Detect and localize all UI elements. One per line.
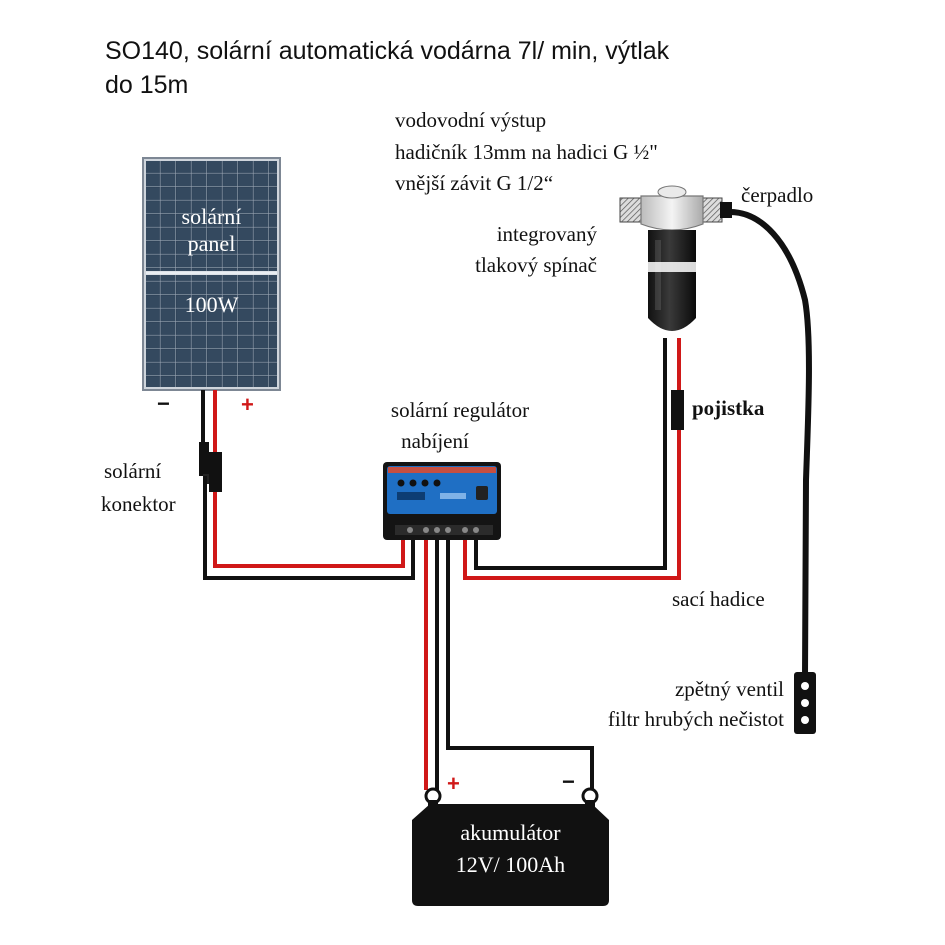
fuse <box>671 390 684 430</box>
solar-panel <box>142 157 281 391</box>
regulator-label-2: nabíjení <box>401 429 469 453</box>
check-valve <box>794 672 816 734</box>
connector-label-2: konektor <box>101 492 176 516</box>
solar-panel-label-2: panel <box>187 231 236 256</box>
outlet-label-3: vnější závit G 1/2“ <box>395 171 554 195</box>
outlet-label-2: hadičník 13mm na hadici G ½" <box>395 140 658 164</box>
outlet-label-1: vodovodní výstup <box>395 108 547 132</box>
panel-leads <box>201 390 217 452</box>
suction-hose-label: sací hadice <box>672 587 765 611</box>
battery-label-2: 12V/ 100Ah <box>455 852 566 877</box>
panel-regulator-wires <box>203 476 415 580</box>
battery-plus-sign: + <box>447 771 460 796</box>
panel-plus-sign: + <box>241 392 254 417</box>
solar-panel-power: 100W <box>184 292 239 317</box>
battery <box>412 787 609 906</box>
fuse-label: pojistka <box>692 396 765 420</box>
battery-label-1: akumulátor <box>460 820 561 845</box>
title-line-1: SO140, solární automatická vodárna 7l/ m… <box>105 37 670 65</box>
pump-label: čerpadlo <box>741 183 814 207</box>
regulator-battery-wires <box>424 540 594 790</box>
pump <box>619 185 732 331</box>
pressure-switch-label-2: tlakový spínač <box>475 253 597 277</box>
charge-regulator <box>383 462 501 540</box>
solar-connector <box>199 442 222 492</box>
title-line-2: do 15m <box>105 71 189 99</box>
battery-minus-sign: − <box>562 769 575 794</box>
suction-hose <box>729 209 812 677</box>
pressure-switch-label-1: integrovaný <box>496 222 597 246</box>
regulator-pump-wires <box>463 338 681 580</box>
connector-label-1: solární <box>104 459 162 483</box>
solar-panel-label-1: solární <box>181 204 242 229</box>
panel-minus-sign: − <box>157 391 170 416</box>
regulator-label-1: solární regulátor <box>390 398 530 422</box>
check-valve-label-1: zpětný ventil <box>674 677 784 701</box>
check-valve-label-2: filtr hrubých nečistot <box>607 707 784 731</box>
